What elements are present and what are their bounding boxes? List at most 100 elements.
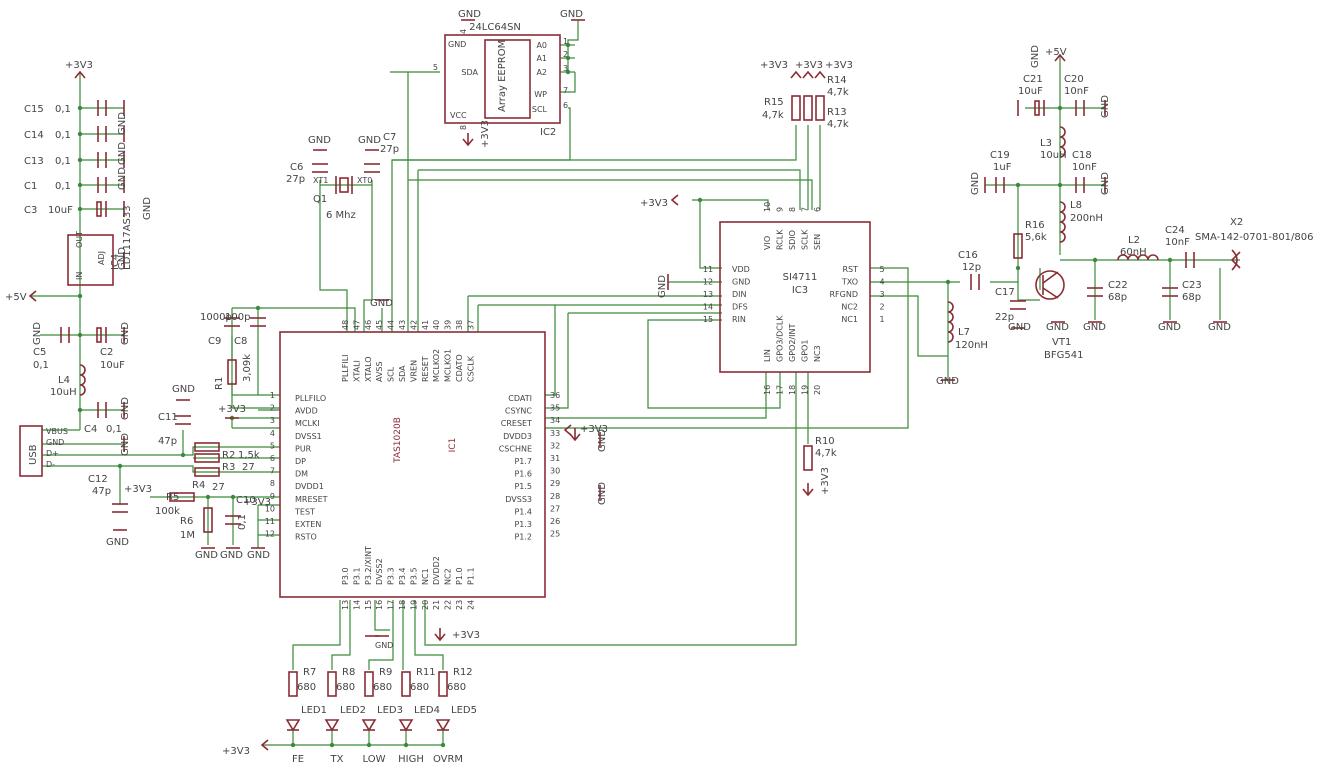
ic1-pin-name: DVSS1 [295,432,322,441]
ic1-pin-name: NC2 [444,568,453,585]
ic3-pin: SDIO [788,230,797,250]
ic1-pin-name: MRESET [295,495,328,504]
ic3-pin-num: 12 [703,278,713,287]
label: GND [597,429,608,452]
ic2-pin-num: 4 [459,29,468,34]
ic1-pin-num: 5 [270,441,275,450]
ic1-pin-name: CRESET [501,419,532,428]
led-ref: LED3 [377,705,403,716]
label: 60nH [1120,247,1147,258]
ic3-pin: RIN [732,315,746,324]
wire [231,382,258,396]
junction [77,157,83,163]
ic1-pin-num: 4 [270,429,275,438]
ic1-pin-num: 29 [550,479,560,488]
components-layer [19,19,1241,751]
usb-pin: D- [46,460,55,469]
resistor [791,95,801,121]
label: GND [247,550,270,561]
ic1-pin-name: CDATI [508,394,532,403]
ic1-pin-num: 10 [265,504,275,513]
ic3-body [719,221,871,373]
gnd-label: GND [458,9,481,20]
ic1-pin-num: 28 [550,492,560,501]
supply-label: +3V3 [65,60,93,71]
label: C4 [84,424,97,435]
label: GND [1008,322,1031,333]
ic3-pin: VDD [732,265,750,274]
supply-label: +3V3 [480,120,491,148]
ic1-pin-name: PLLFILI [341,354,350,382]
ic1-pin-num: 8 [270,479,275,488]
ic1-pin-num: 46 [364,320,373,330]
usb-pin: VBUS [46,427,68,436]
wire [392,125,797,161]
ic1-pin-name: P1.5 [514,482,532,491]
resistor [203,507,213,533]
label: 4,7k [827,87,849,98]
label: R4 [192,480,205,491]
ic3-pin: GPO3/DCLK [776,315,785,362]
gnd-label: GND [358,135,381,146]
led-ref: LED5 [451,705,477,716]
wire [368,600,394,670]
ic2-pin-num: 3 [563,64,568,73]
ic1-pin-num: 37 [466,320,475,330]
label: R1 [214,377,225,390]
label: 27 [242,462,255,473]
ic1-pin-num: 21 [432,600,441,610]
wire [692,199,769,210]
ic1-pin-name: AVDD [295,407,318,416]
ic1-pin-name: XTALI [352,360,361,382]
junction [440,742,446,748]
ic1-pin-name: CSYNC [505,407,533,416]
label: 47p [158,436,177,447]
transistor-vt1 [1042,271,1059,284]
label: +3V3 [795,60,823,71]
ic1-pin-name: RSTO [295,533,317,542]
label: 47p [92,486,111,497]
label: C11 [158,412,178,423]
ic1-pin-num: 14 [352,600,361,610]
wire [567,20,579,45]
supply-arrow [260,739,269,751]
led-resistor-value: 680 [447,682,466,693]
ic1-pin-num: 41 [421,320,430,330]
electrolytic-capacitor [96,201,102,217]
label: L7 [958,327,970,338]
ic2-block-label: Array EEPROM [497,40,508,112]
label: 100p [225,312,250,323]
ic1-pin-name: P3.0 [341,567,350,585]
label: 10nF [1072,162,1097,173]
ic1-pin-num: 16 [375,600,384,610]
label: L3 [1040,138,1052,149]
ic1-pin-num: 26 [550,517,560,526]
led-tag: LOW [363,754,386,765]
resistor [327,671,337,697]
ic1-pin-num: 12 [265,530,275,539]
ic2-body [444,34,561,124]
ic2-pin-num: 7 [563,86,568,95]
ic2-pin-num: 2 [563,50,568,59]
ic3-pin-num: 14 [703,303,713,312]
ic3-pin: DIN [732,290,747,299]
label: 4,7k [827,119,849,130]
label: GND [120,433,131,456]
label: XT0 [357,176,372,185]
label: GND [1030,45,1041,68]
wire [545,267,909,429]
wire [374,600,390,631]
label: 100k [155,506,180,517]
ic1-pin-num: 35 [550,404,560,413]
label: C12 [88,474,108,485]
ic1-pin-num: 2 [270,404,275,413]
ic2-pin: SCL [532,105,548,114]
usb-label: USB [28,444,39,465]
label: 68p [1182,292,1201,303]
ic2-pin: GND [448,40,466,49]
junction [77,105,83,111]
label: L4 [58,375,70,386]
label: 10uF [1018,86,1043,97]
led-resistor-value: 680 [410,682,429,693]
cap-value: 0,1 [55,104,71,115]
